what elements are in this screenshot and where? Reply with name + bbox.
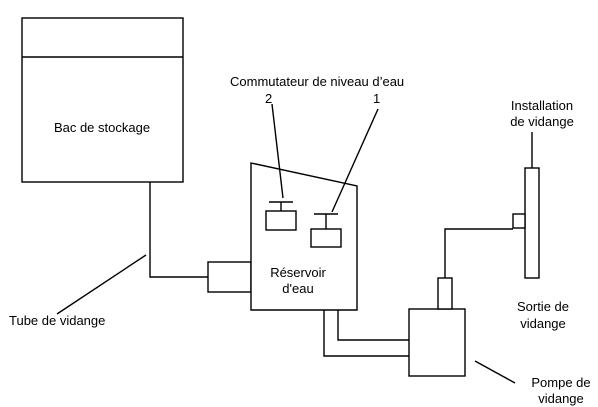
drain-pump-leader <box>474 360 516 384</box>
pump-outlet-stub <box>437 277 453 310</box>
drain-pump <box>408 308 466 377</box>
drain-pump-label-line1: Pompe de <box>531 375 590 390</box>
drain-installation-label-line2: de vidange <box>510 114 574 129</box>
drain-pump-label-line2: vidange <box>538 391 584 406</box>
water-reservoir <box>250 162 358 311</box>
switch-1-leader <box>331 108 379 213</box>
drain-tube <box>149 182 208 278</box>
reservoir-label-line1: Réservoir <box>270 265 326 280</box>
drain-installation-wall <box>524 167 540 279</box>
storage-tank <box>21 17 184 183</box>
drain-tube-leader <box>56 254 147 315</box>
reservoir-label-line2: d'eau <box>282 281 313 296</box>
drain-outlet-connector <box>512 213 526 229</box>
drain-outlet-label-line1: Sortie de <box>517 299 569 314</box>
water-level-switch-label: Commutateur de niveau d’eau <box>230 74 404 89</box>
level-switch-1 <box>310 213 342 248</box>
pipe-outer <box>323 310 409 357</box>
drain-outlet-pipe <box>444 228 513 278</box>
drain-outlet-label-line2: vidange <box>520 316 566 331</box>
switch-2-label: 2 <box>265 91 272 106</box>
drain-installation-label-line1: Installation <box>511 98 573 113</box>
reservoir-inlet <box>207 261 252 293</box>
switch-2-leader <box>271 103 284 199</box>
level-switch-2 <box>265 201 297 231</box>
pipe-inner <box>337 310 409 341</box>
drain-tube-label: Tube de vidange <box>9 313 105 328</box>
storage-tank-label: Bac de stockage <box>54 120 150 135</box>
switch-1-label: 1 <box>373 91 380 106</box>
